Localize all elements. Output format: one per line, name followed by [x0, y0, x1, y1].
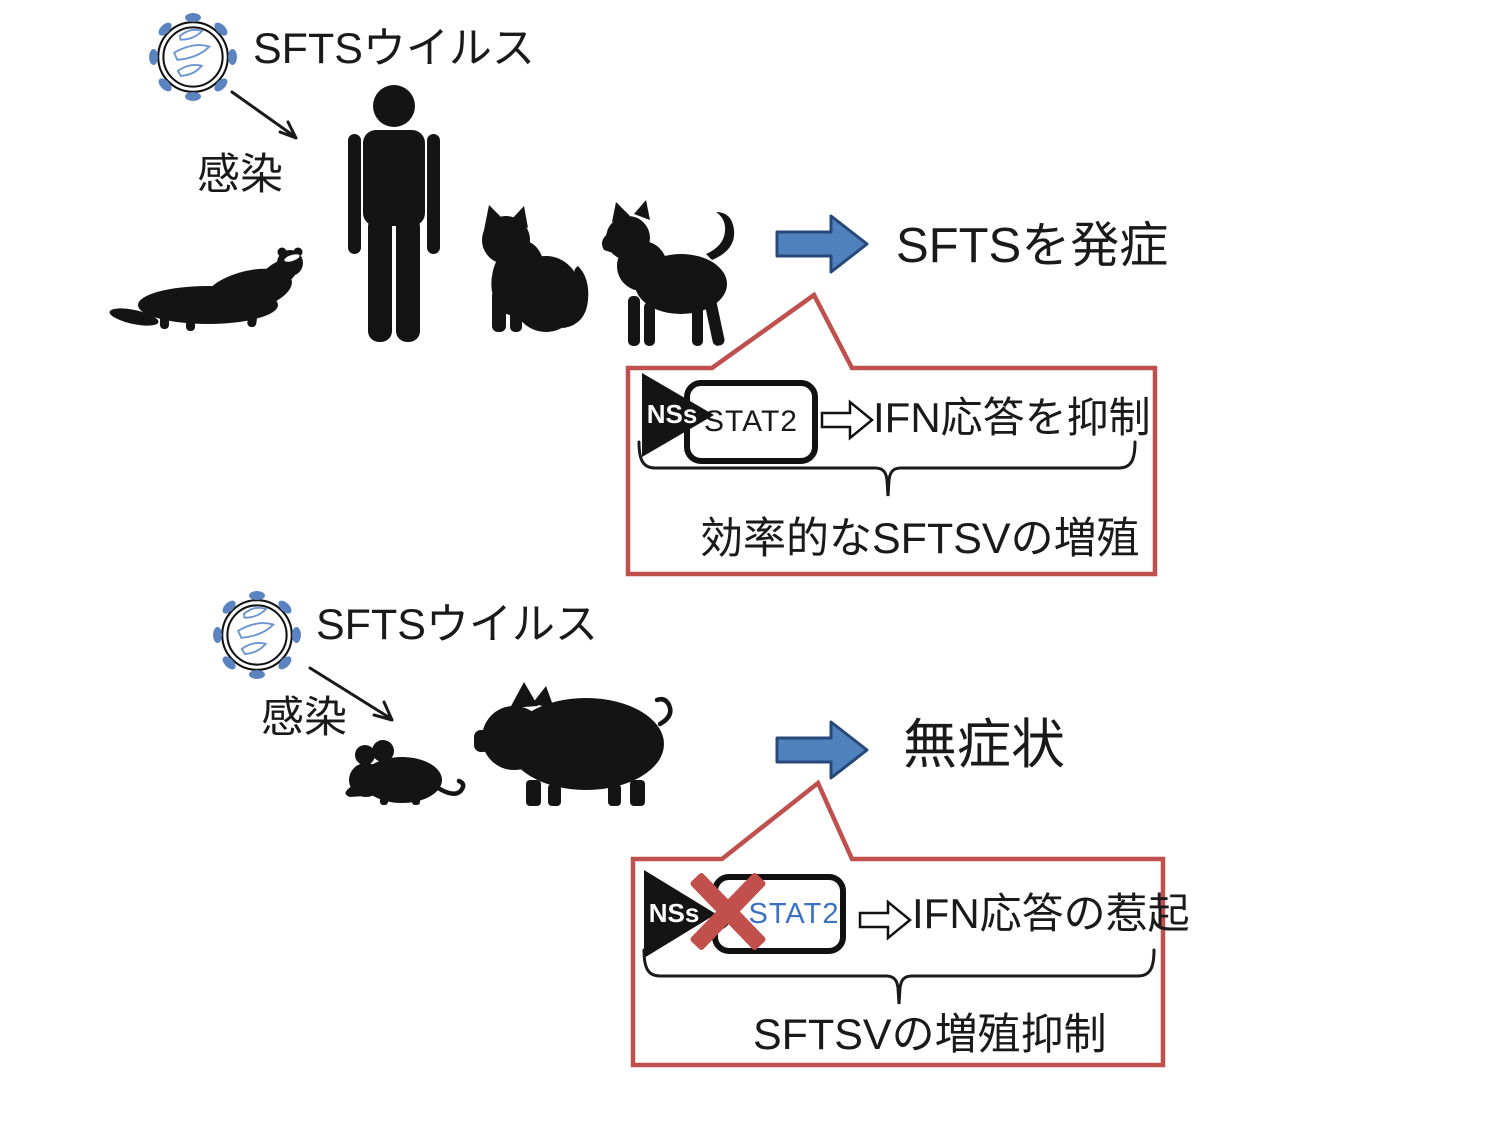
stat2-label-top: STAT2	[704, 405, 798, 438]
dog-silhouette	[602, 200, 735, 346]
mouse-silhouette	[345, 740, 466, 805]
nss-triangle-icon-top	[642, 373, 714, 457]
virus-spike-icons	[213, 591, 301, 679]
summary-label-bottom: SFTSVの増殖抑制	[753, 1011, 1107, 1059]
result-arrow-icon-bottom	[775, 720, 869, 780]
callout-box-top	[625, 291, 1158, 577]
effect-label-bottom: IFN応答の惹起	[912, 890, 1190, 937]
blocked-cross-icon	[689, 871, 767, 952]
infection-arrow-icon-top	[230, 90, 298, 140]
pig-silhouette	[474, 682, 673, 806]
summary-label-top: 効率的なSFTSVの増殖	[700, 515, 1140, 563]
virus-rna-segments-icon	[236, 606, 276, 655]
stat2-label-bottom: STAT2	[748, 898, 840, 930]
virus-label-top: SFTSウイルス	[253, 25, 535, 73]
implies-arrow-icon-bottom	[858, 899, 912, 941]
cat-silhouette	[482, 205, 589, 332]
result-arrow-icon-top	[775, 214, 869, 274]
underbrace-top	[637, 440, 1137, 497]
nss-label-bottom: NSs	[648, 898, 700, 928]
outcome-label-bottom: 無症状	[903, 715, 1065, 775]
infection-arrow-icon-bottom	[308, 666, 394, 722]
sftsv-virus-icon-bottom	[213, 591, 301, 679]
outcome-label-top: SFTSを発症	[896, 219, 1169, 273]
sftsv-virus-icon	[149, 13, 237, 101]
underbrace-bottom	[642, 948, 1156, 1005]
ferret-silhouette	[109, 247, 303, 331]
virus-spike-icons	[149, 13, 237, 101]
virus-label-bottom: SFTSウイルス	[316, 601, 598, 649]
effect-label-top: IFN応答を抑制	[873, 394, 1151, 441]
infection-label-bottom: 感染	[261, 694, 347, 742]
implies-arrow-icon-top	[820, 399, 874, 441]
infection-label-top: 感染	[197, 151, 283, 199]
nss-label-top: NSs	[646, 399, 698, 429]
virus-rna-segments-icon	[172, 28, 212, 77]
human-silhouette	[348, 85, 440, 342]
